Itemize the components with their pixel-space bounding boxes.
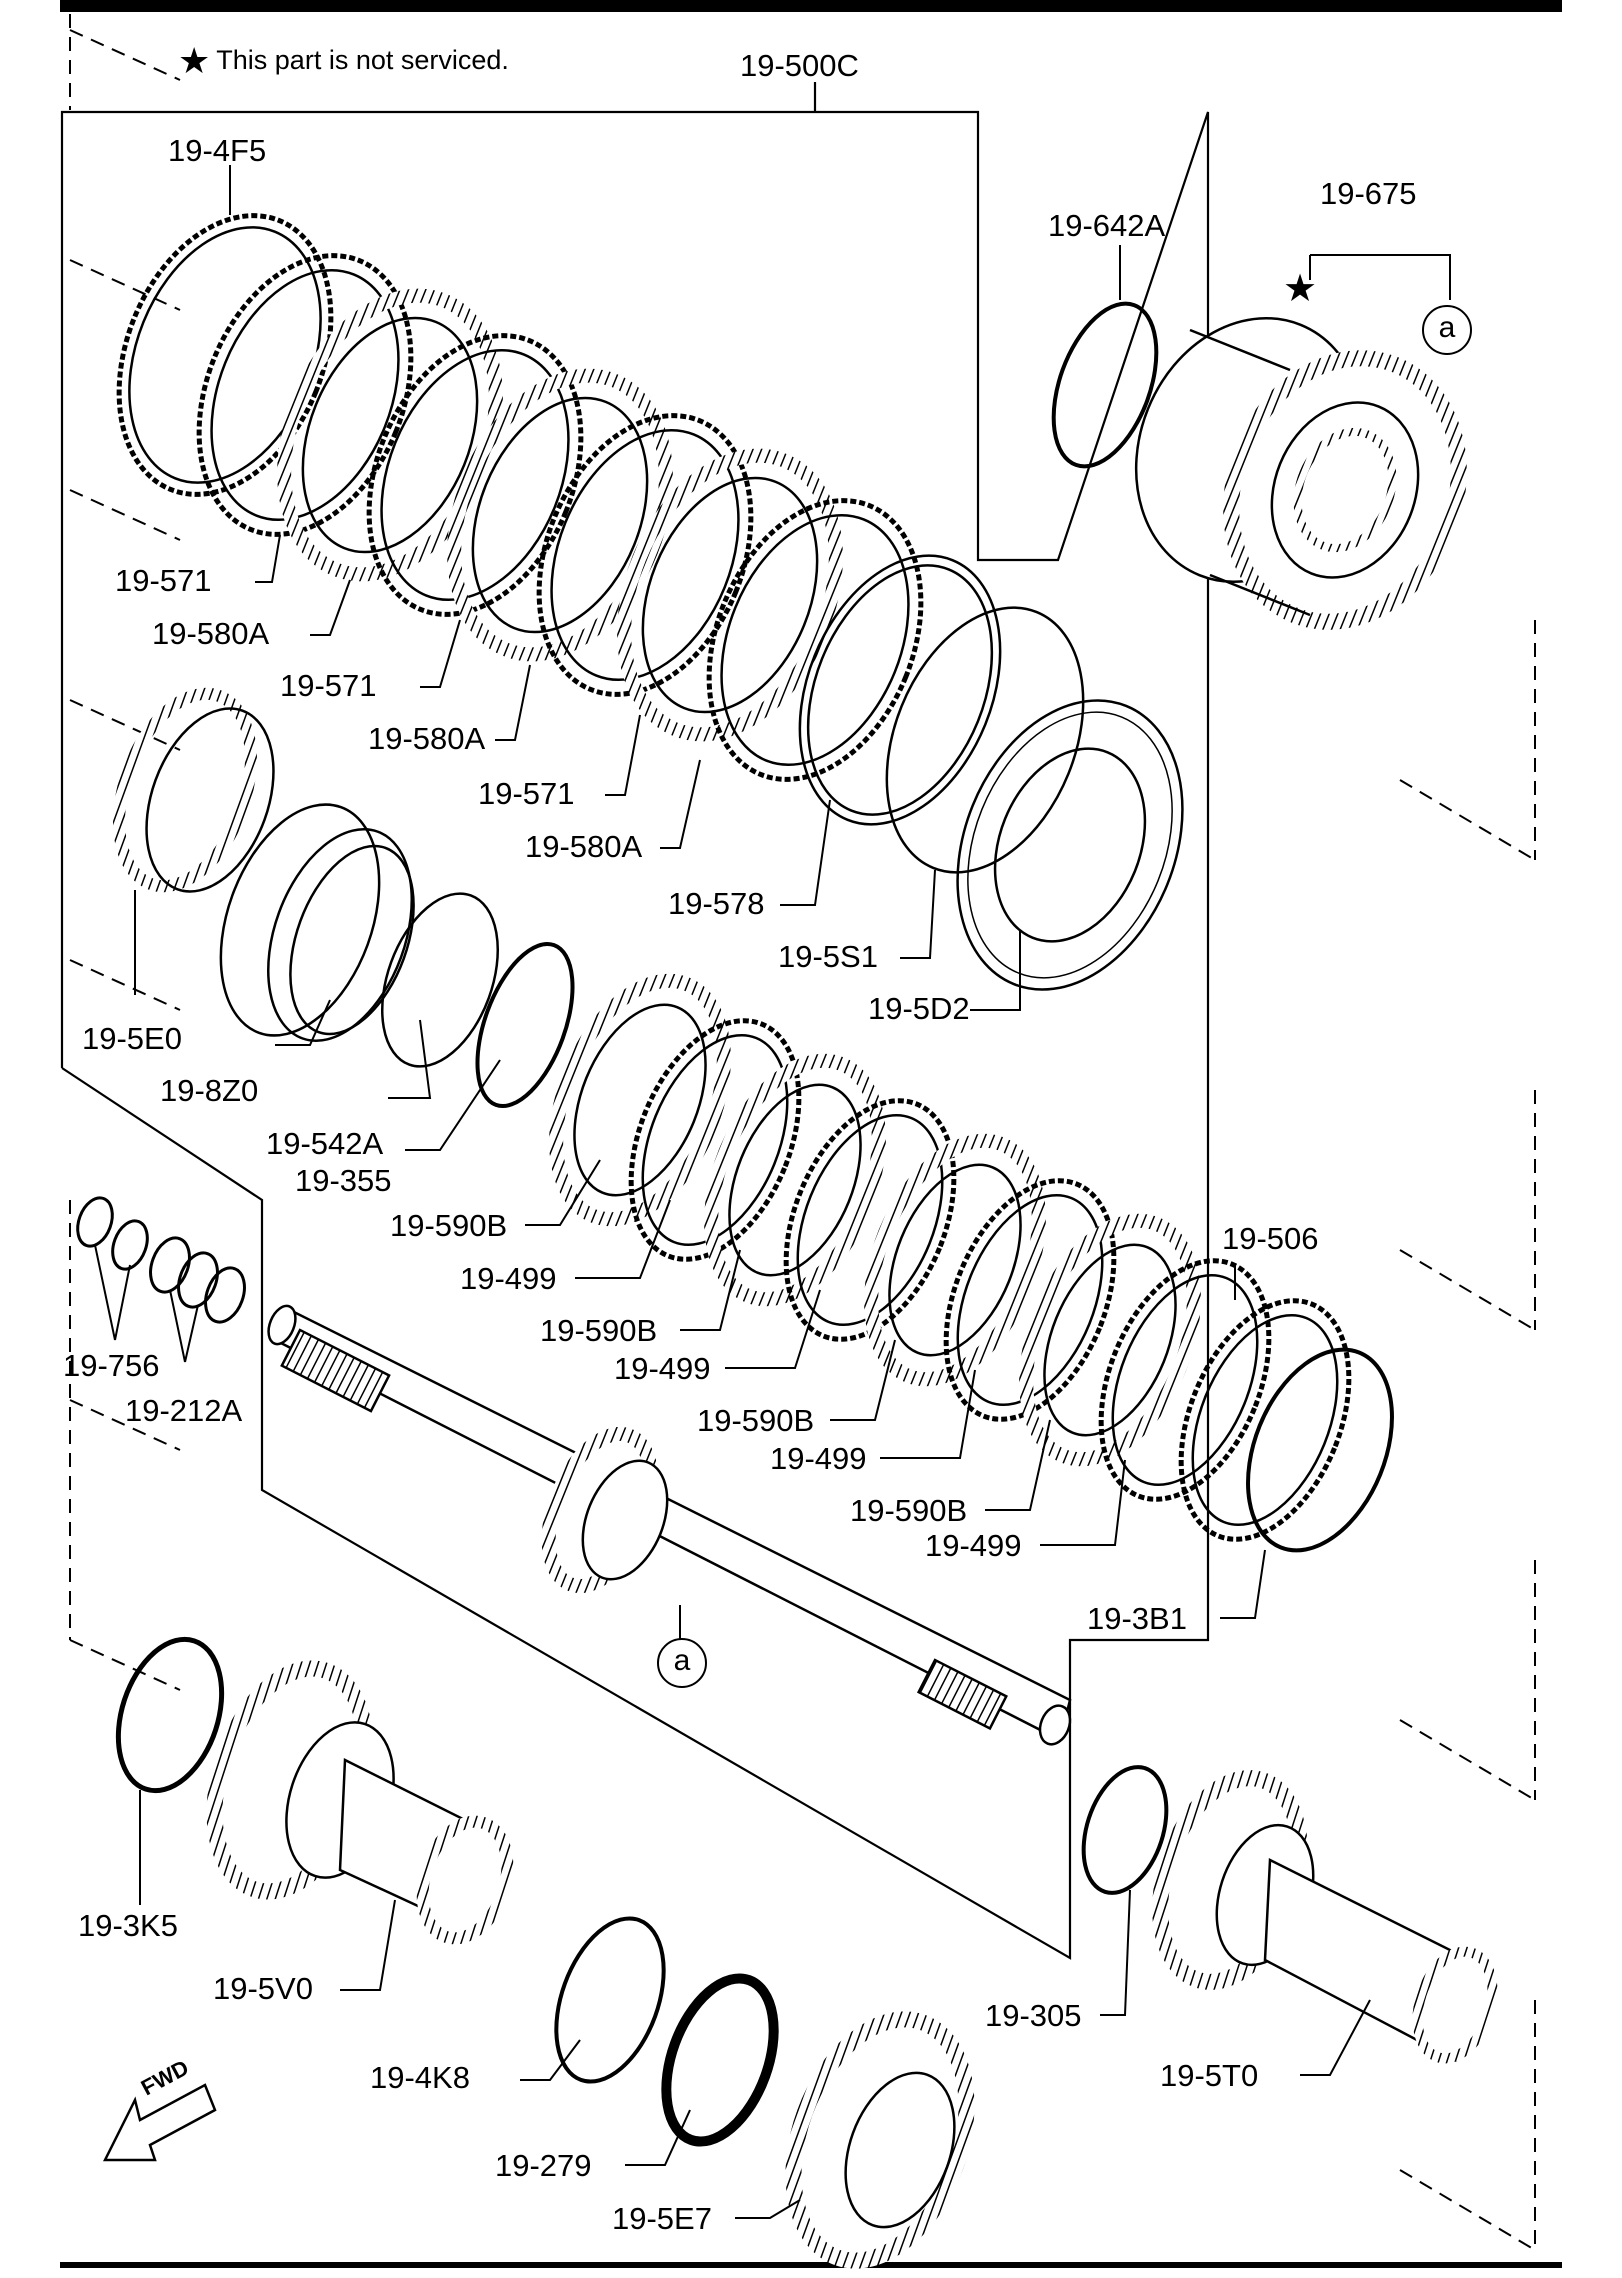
- part-label-19-590b-d[interactable]: 19-590B: [850, 1493, 968, 1528]
- part-label-19-571-a[interactable]: 19-571: [115, 563, 212, 598]
- part-label-19-756[interactable]: 19-756: [63, 1348, 160, 1383]
- part-label-19-580a-c[interactable]: 19-580A: [525, 829, 643, 864]
- part-label-19-355[interactable]: 19-355: [295, 1163, 392, 1198]
- lower-gear-group: [554, 1916, 975, 2269]
- fwd-arrow-icon: [102, 2083, 217, 2162]
- seal-rings: [76, 1196, 246, 1324]
- part-label-19-3k5[interactable]: 19-3K5: [78, 1908, 178, 1943]
- ref-marker-a-top[interactable]: a: [1422, 305, 1472, 355]
- part-label-19-571-b[interactable]: 19-571: [280, 668, 377, 703]
- part-label-19-500c[interactable]: 19-500C: [740, 48, 859, 83]
- part-label-19-499-c[interactable]: 19-499: [770, 1441, 867, 1476]
- part-label-19-642a[interactable]: 19-642A: [1048, 208, 1166, 243]
- part-label-19-571-c[interactable]: 19-571: [478, 776, 575, 811]
- snap-ring-642a: [1051, 301, 1159, 469]
- ref-marker-a-shaft[interactable]: a: [657, 1638, 707, 1688]
- part-label-19-578[interactable]: 19-578: [668, 886, 765, 921]
- dashed-reference-lines: [69, 14, 1536, 2251]
- part-label-19-506[interactable]: 19-506: [1222, 1221, 1319, 1256]
- output-shaft-group: [1081, 1765, 1498, 2064]
- top-border-bar: [60, 0, 1562, 12]
- part-label-19-8z0[interactable]: 19-8Z0: [160, 1073, 259, 1108]
- bearing-group-left: [113, 687, 575, 1109]
- part-label-19-590b-b[interactable]: 19-590B: [540, 1313, 658, 1348]
- part-label-19-4f5[interactable]: 19-4F5: [168, 133, 267, 168]
- part-label-19-580a-a[interactable]: 19-580A: [152, 616, 270, 651]
- star-icon: ★: [178, 40, 211, 81]
- sun-gear-5v0: [115, 1636, 514, 1945]
- part-label-19-590b-c[interactable]: 19-590B: [697, 1403, 815, 1438]
- part-label-19-5s1[interactable]: 19-5S1: [778, 939, 878, 974]
- clutch-pack-upper: [116, 213, 1184, 991]
- part-label-19-542a[interactable]: 19-542A: [266, 1126, 384, 1161]
- bottom-border-bar: [60, 2262, 1562, 2268]
- star-icon: ★: [1283, 268, 1318, 310]
- part-label-19-5e7[interactable]: 19-5E7: [612, 2201, 712, 2236]
- main-shaft: [267, 1304, 1072, 1746]
- note-text: This part is not serviced.: [216, 45, 509, 75]
- part-label-19-675[interactable]: 19-675: [1320, 176, 1417, 211]
- part-label-19-499-d[interactable]: 19-499: [925, 1528, 1022, 1563]
- part-label-19-3b1[interactable]: 19-3B1: [1087, 1601, 1187, 1636]
- part-label-19-580a-b[interactable]: 19-580A: [368, 721, 486, 756]
- assembly-outline: [60, 82, 1210, 1960]
- part-label-19-5v0[interactable]: 19-5V0: [213, 1971, 313, 2006]
- part-label-19-499-b[interactable]: 19-499: [614, 1351, 711, 1386]
- leader-lines: [94, 165, 1451, 2219]
- clutch-pack-lower: [549, 973, 1394, 1553]
- part-label-19-279[interactable]: 19-279: [495, 2148, 592, 2183]
- part-label-19-5d2[interactable]: 19-5D2: [868, 991, 970, 1026]
- part-label-19-212a[interactable]: 19-212A: [125, 1393, 243, 1428]
- not-serviced-note: ★This part is not serviced.: [178, 40, 509, 82]
- part-label-19-590b-a[interactable]: 19-590B: [390, 1208, 508, 1243]
- part-label-19-5t0[interactable]: 19-5T0: [1160, 2058, 1259, 2093]
- clutch-drum-675: [1134, 316, 1467, 630]
- part-label-19-499-a[interactable]: 19-499: [460, 1261, 557, 1296]
- part-label-19-305[interactable]: 19-305: [985, 1998, 1082, 2033]
- part-label-19-5e0[interactable]: 19-5E0: [82, 1021, 182, 1056]
- part-label-19-4k8[interactable]: 19-4K8: [370, 2060, 470, 2095]
